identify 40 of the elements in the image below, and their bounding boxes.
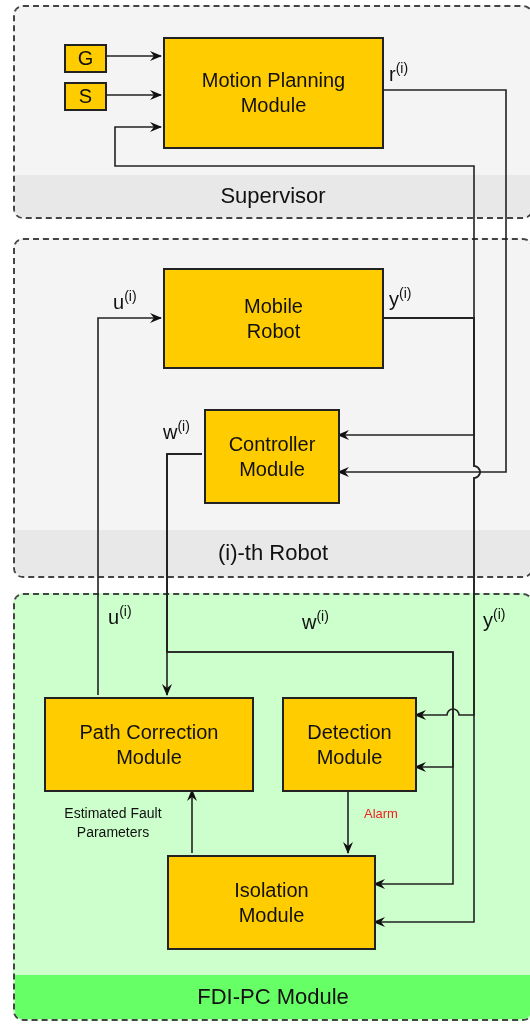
connector-arrow [343,789,353,854]
signal-label: y$^{(i)}$ [483,606,506,632]
edge-label: w$^{(i)}$ [163,418,190,444]
group-panel [13,238,530,578]
group-panel [13,5,530,219]
module-box [282,697,417,792]
connector-arrow [187,789,197,854]
module-label: Detection Module [306,719,393,770]
module-box [163,37,384,149]
input-box [64,82,107,111]
input-box [64,44,107,73]
panel-title: FDI-PC Module [15,975,530,1019]
module-box [44,697,254,792]
module-box [163,268,384,369]
module-box [204,409,340,504]
connector-arrow [97,313,162,696]
edge-label: Estimated Fault Parameters [63,804,163,842]
connector-arrow [104,51,162,61]
signal-label: u$^{(i)}$ [108,603,132,629]
module-box [167,855,376,950]
edge-label: u$^{(i)}$ [113,288,137,314]
module-label: Mobile Robot [243,293,304,344]
module-label: G [76,46,95,71]
panel-title: Supervisor [15,175,530,217]
panel-title: (i)-th Robot [15,530,530,576]
connector-arrow [114,122,475,319]
edge-label: r$^{(i)}$ [389,60,409,86]
connector-arrow [373,317,481,927]
module-label: Controller Module [227,431,317,482]
connector-arrow [337,89,507,477]
connector-arrow [104,90,162,100]
module-label: Motion Planning Module [200,68,347,118]
module-label: Isolation Module [233,877,310,928]
connector-arrow [166,453,454,889]
module-label: Path Correction Module [78,719,220,770]
signal-label: w$^{(i)}$ [302,608,329,634]
edge-label: y$^{(i)}$ [389,285,412,311]
group-panel [13,593,530,1021]
edge-label: Alarm [364,806,398,821]
module-label: S [77,84,94,109]
